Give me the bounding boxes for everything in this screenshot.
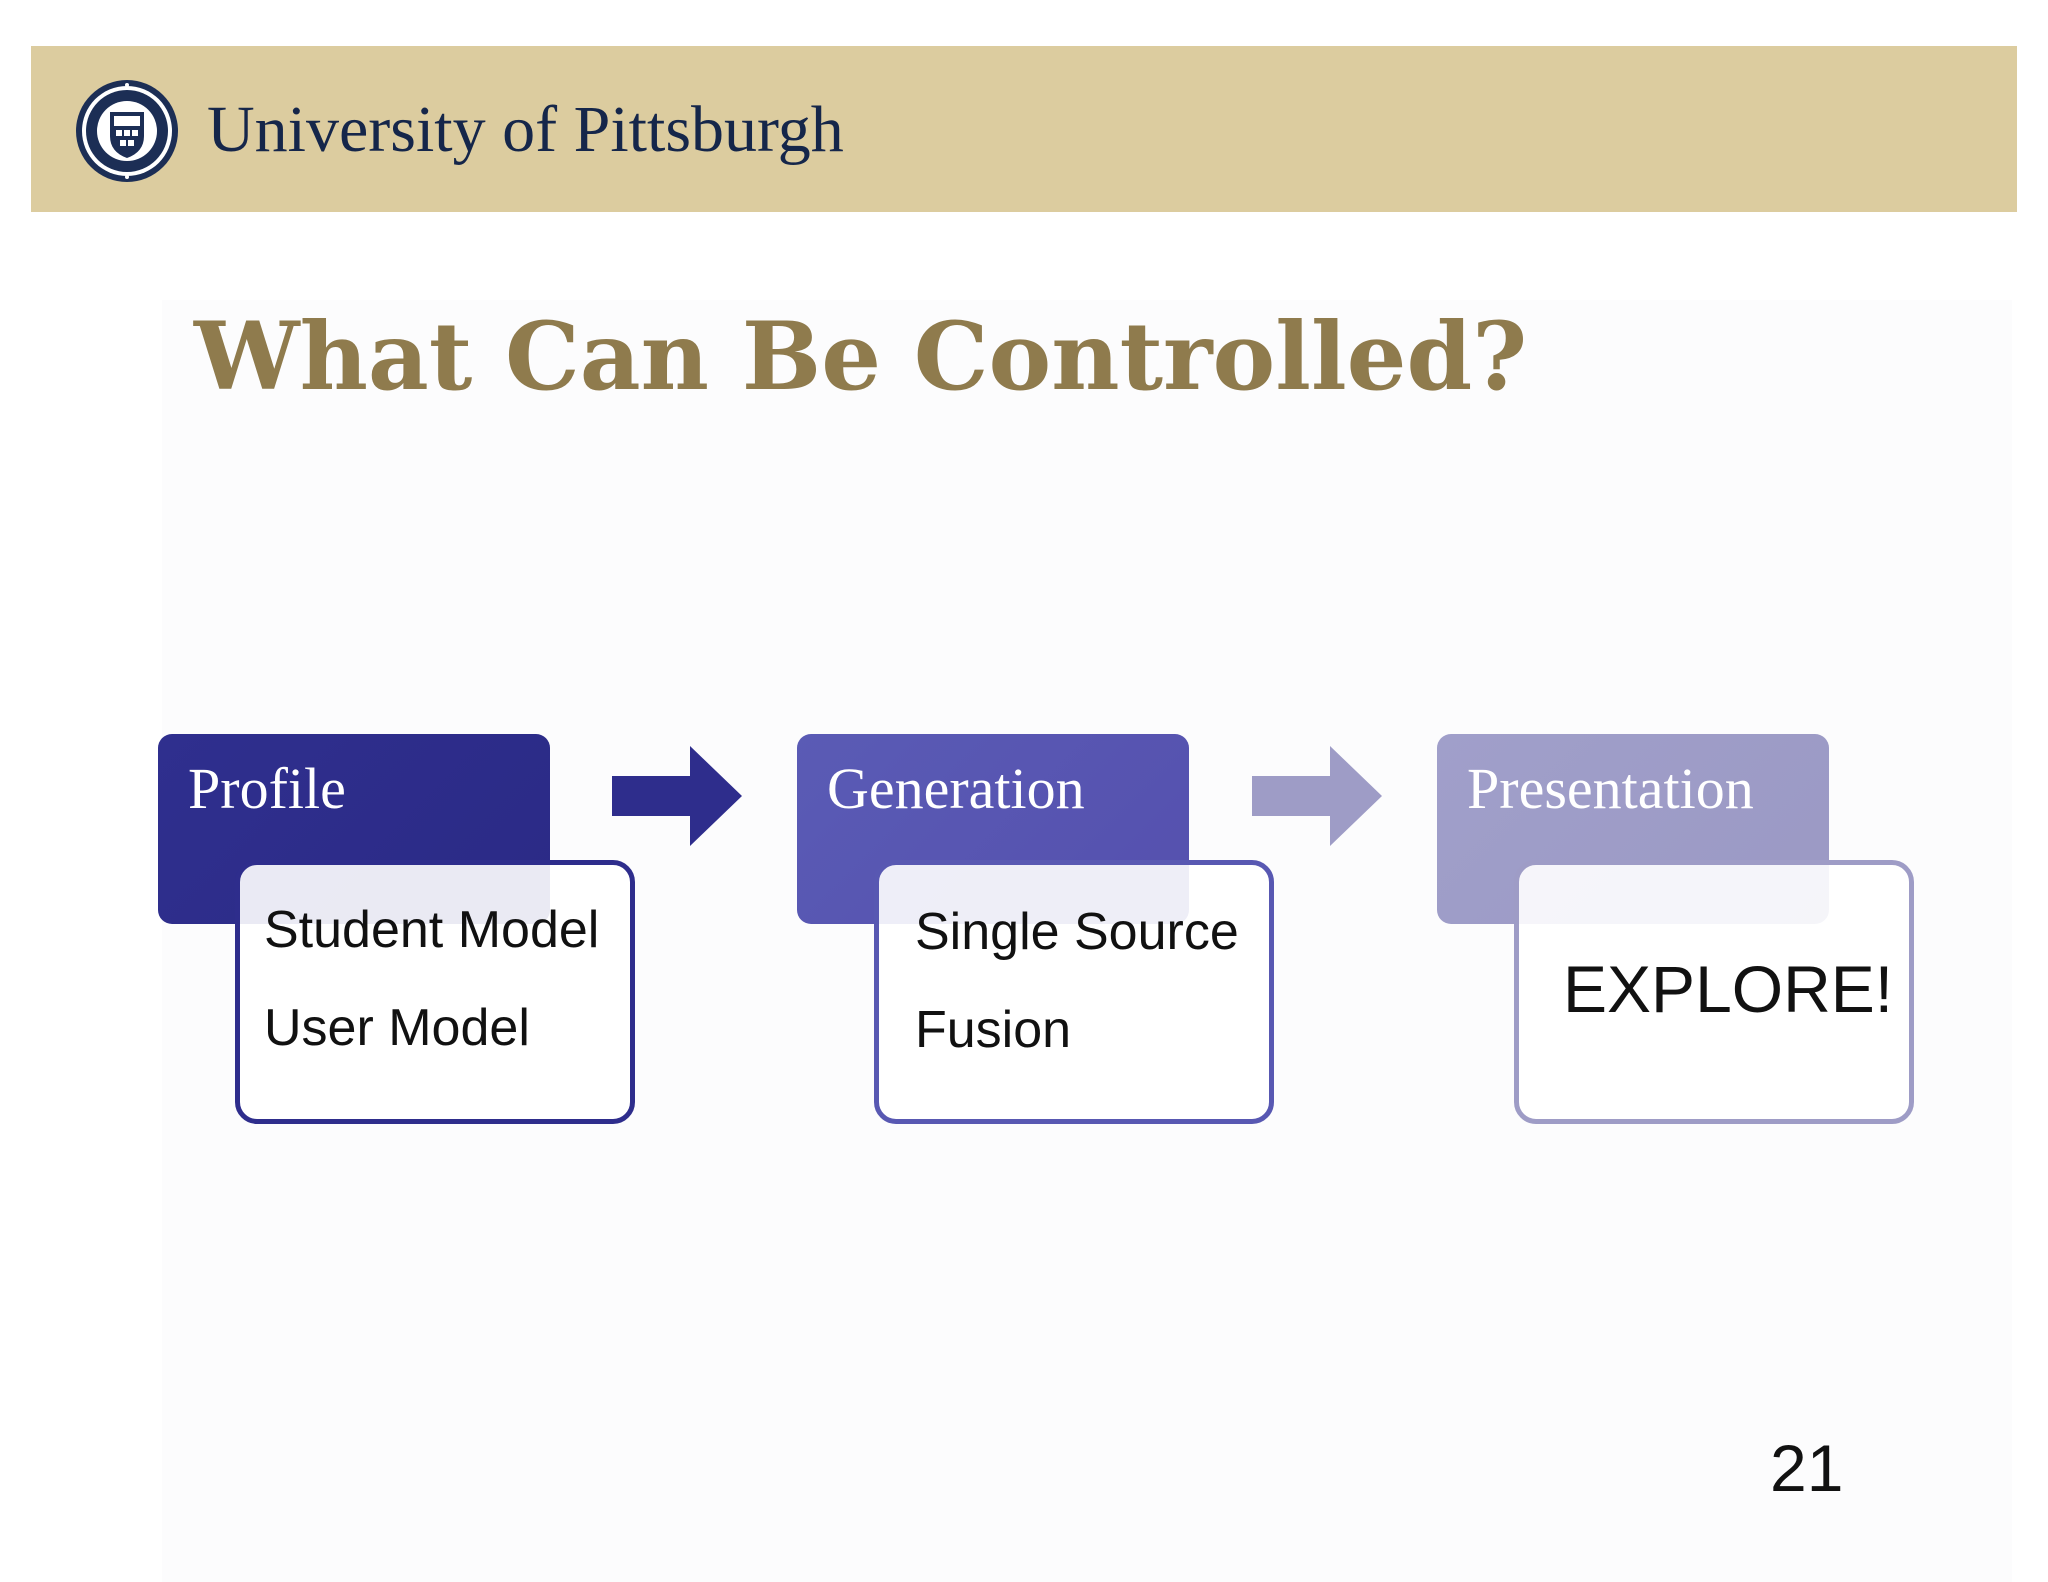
stage-label: Presentation xyxy=(1467,756,1754,821)
stage-body-presentation: EXPLORE! xyxy=(1514,860,1914,1124)
stage-item: EXPLORE! xyxy=(1563,952,1894,1026)
stage-item: User Model xyxy=(264,999,530,1057)
stage-label: Generation xyxy=(827,756,1085,821)
university-name: University of Pittsburgh xyxy=(207,93,844,166)
stage-item: Student Model xyxy=(264,901,600,959)
right-arrow-icon xyxy=(1252,746,1382,846)
page-number: 21 xyxy=(1770,1431,1844,1505)
right-arrow-icon xyxy=(612,746,742,846)
slide-title: What Can Be Controlled? xyxy=(194,302,1528,412)
header-band xyxy=(31,46,2017,212)
stage-item: Fusion xyxy=(915,1001,1072,1059)
stage-item: Single Source xyxy=(915,903,1239,961)
stage-body-generation: Single Source Fusion xyxy=(874,860,1274,1124)
stage-body-profile: Student Model User Model xyxy=(235,860,635,1124)
stage-label: Profile xyxy=(188,756,346,821)
university-seal-icon xyxy=(76,80,178,182)
